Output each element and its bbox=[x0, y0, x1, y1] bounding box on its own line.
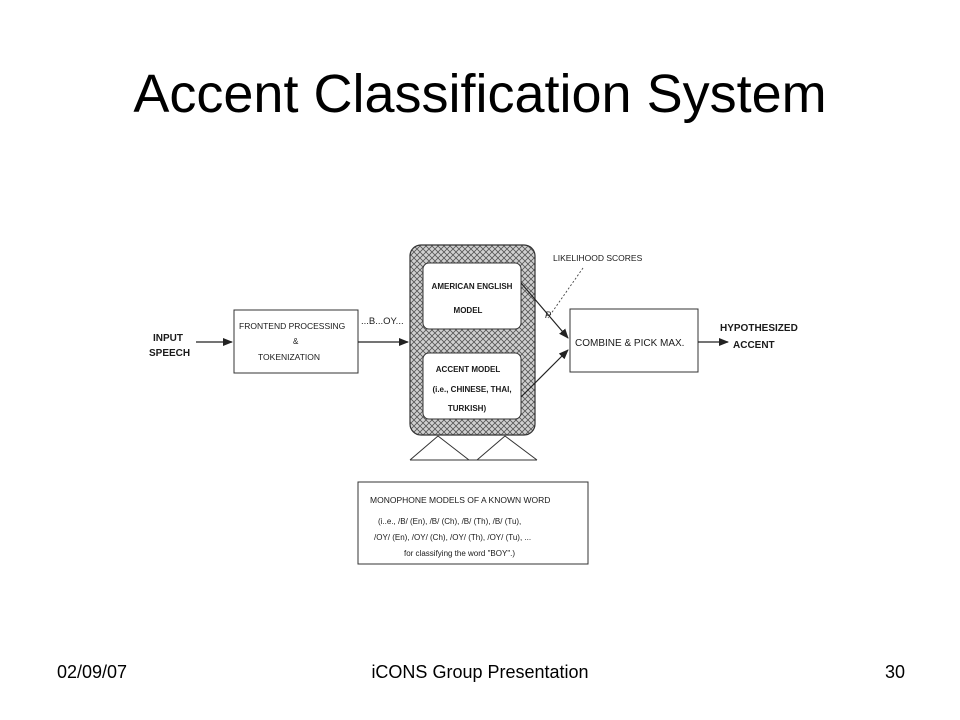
frontend-label-line3: TOKENIZATION bbox=[258, 352, 320, 362]
accent-model-line3: TURKISH) bbox=[448, 404, 487, 413]
accent-model-box bbox=[422, 352, 522, 420]
frontend-box bbox=[233, 309, 359, 374]
frontend-label-line1: FRONTEND PROCESSING bbox=[239, 321, 345, 331]
monophone-line2: (i..e., /B/ (En), /B/ (Ch), /B/ (Th), /B… bbox=[378, 517, 521, 526]
input-label-line1: INPUT bbox=[153, 333, 183, 344]
accent-score-arrow bbox=[520, 349, 569, 398]
american-model-line1: AMERICAN ENGLISH bbox=[432, 282, 513, 291]
monophone-line3: /OY/ (En), /OY/ (Ch), /OY/ (Th), /OY/ (T… bbox=[374, 533, 531, 542]
likelihood-scores-label: LIKELIHOOD SCORES bbox=[553, 253, 643, 263]
footer-presentation-title: iCONS Group Presentation bbox=[371, 662, 589, 682]
monophone-connector-left bbox=[409, 435, 470, 461]
monophone-box bbox=[357, 481, 589, 565]
footer-page-number: 30 bbox=[884, 662, 905, 682]
token-stream-label: ...B...OY... bbox=[361, 316, 404, 327]
combine-box bbox=[569, 308, 699, 373]
combine-label: COMBINE & PICK MAX. bbox=[575, 338, 684, 349]
american-model-line2: MODEL bbox=[454, 306, 483, 315]
monophone-line1: MONOPHONE MODELS OF A KNOWN WORD bbox=[370, 495, 550, 505]
output-label-line1: HYPOTHESIZED bbox=[720, 323, 798, 334]
monophone-connector-right bbox=[476, 435, 538, 461]
monophone-line4: for classifying the word "BOY".) bbox=[404, 549, 515, 558]
american-english-model-box bbox=[422, 262, 522, 330]
american-score-arrow bbox=[520, 282, 569, 339]
footer-date: 02/09/07 bbox=[57, 662, 128, 682]
accent-model-line1: ACCENT MODEL bbox=[436, 365, 501, 374]
input-label-line2: SPEECH bbox=[149, 348, 190, 359]
output-label-line2: ACCENT bbox=[733, 340, 775, 351]
frontend-label-line2: & bbox=[293, 337, 299, 346]
accent-model-line2: (i.e., CHINESE, THAI, bbox=[432, 385, 511, 394]
slide-title: Accent Classification System bbox=[133, 64, 827, 124]
